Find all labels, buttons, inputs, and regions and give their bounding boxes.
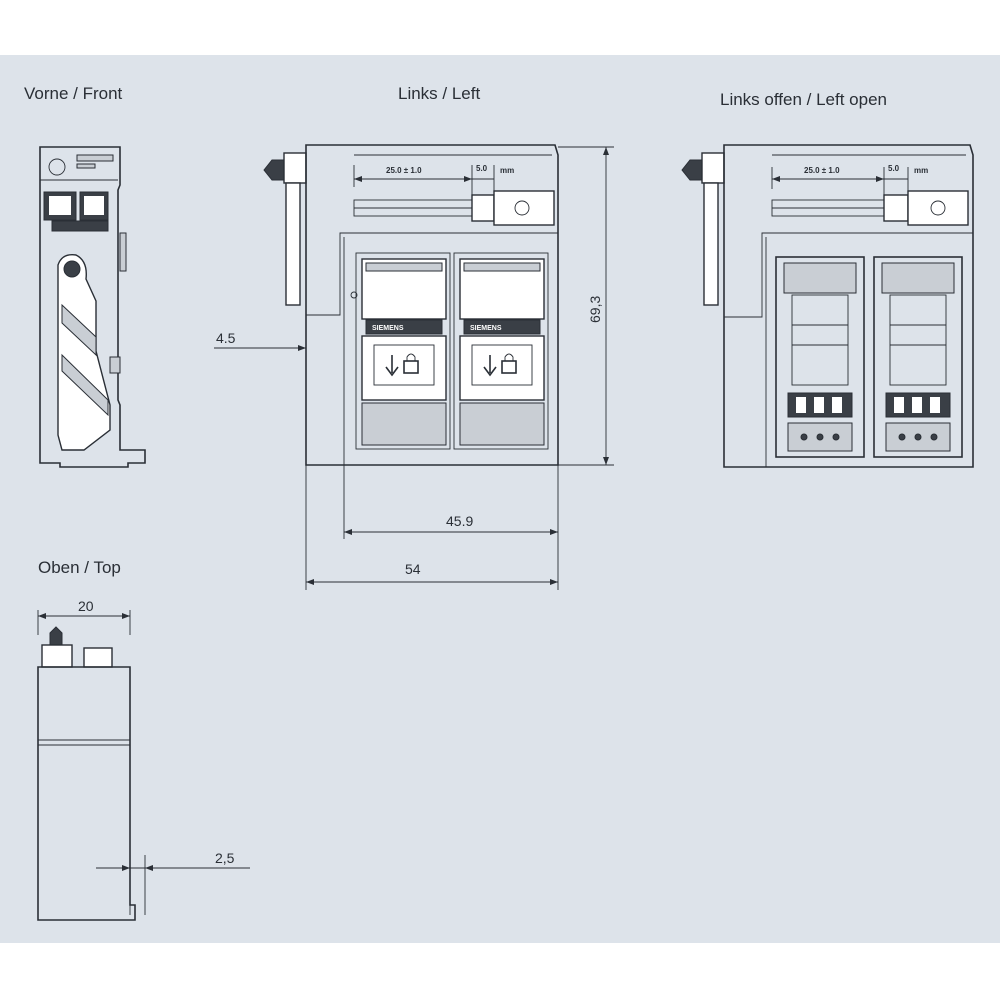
open-slider-handle bbox=[883, 194, 909, 222]
front-lever-stripe-1 bbox=[61, 303, 97, 357]
carrier-1-dot-2 bbox=[816, 433, 824, 441]
carrier-1-contact-a bbox=[796, 397, 806, 413]
open-housing-step bbox=[724, 232, 973, 318]
front-side-clip bbox=[109, 356, 121, 374]
left-view: Links / Left 25.0 ± 1.0 5.0 mm bbox=[214, 84, 614, 590]
left-housing-outline bbox=[305, 144, 559, 466]
top-view: Oben / Top 20 2,5 bbox=[37, 558, 250, 921]
dim-2-5-arrows bbox=[122, 865, 153, 871]
top-rail-pin bbox=[49, 626, 63, 646]
stroke-small-label: 25.0 ± 1.0 bbox=[386, 166, 422, 175]
front-view-title: Vorne / Front bbox=[24, 84, 123, 103]
front-port-right-inner bbox=[84, 196, 104, 215]
carrier-1-dot-3 bbox=[832, 433, 840, 441]
open-slider-block bbox=[907, 190, 969, 226]
carrier-2-cavity bbox=[889, 294, 947, 386]
holder-2-brand-strip bbox=[463, 319, 541, 335]
carrier-2-dot-1 bbox=[898, 433, 906, 441]
carrier-1-contact-c bbox=[832, 397, 842, 413]
holder-1-symbol-box bbox=[373, 344, 435, 386]
front-rating-sublabel bbox=[76, 163, 96, 169]
front-lever-pivot bbox=[63, 260, 81, 278]
carrier-2-contact-b bbox=[912, 397, 922, 413]
carrier-1-frame bbox=[775, 256, 865, 458]
dim-4-5-arrow bbox=[298, 345, 306, 351]
top-pin-base bbox=[41, 644, 73, 668]
top-housing-outline bbox=[37, 666, 136, 921]
carrier-2-contact-c bbox=[930, 397, 940, 413]
holder-1-lock-icon bbox=[403, 360, 419, 374]
carrier-1-dot-1 bbox=[800, 433, 808, 441]
dim-20-label: 20 bbox=[78, 598, 94, 614]
dim-54-label: 54 bbox=[405, 561, 421, 577]
dim-4-5-label: 4.5 bbox=[216, 330, 236, 346]
holder-1-top-ridge bbox=[365, 262, 443, 272]
carrier-2-dot-2 bbox=[914, 433, 922, 441]
open-rail-pin bbox=[681, 159, 703, 181]
holder-1-bottom bbox=[361, 402, 447, 446]
front-view: Vorne / Front bbox=[24, 84, 146, 468]
holder-1-brand-strip bbox=[365, 319, 443, 335]
carrier-2-dot-3 bbox=[930, 433, 938, 441]
left-housing-step bbox=[306, 232, 558, 316]
dim-2-5-label: 2,5 bbox=[215, 850, 235, 866]
front-lever-stripe-2 bbox=[61, 353, 109, 417]
holder-2-brand-text: SIEMENS bbox=[470, 325, 502, 332]
left-slider-block bbox=[493, 190, 555, 226]
carrier-1-contact-b bbox=[814, 397, 824, 413]
carrier-2-top bbox=[881, 262, 955, 294]
open-rail-clip bbox=[701, 152, 725, 184]
left-fuse-holder-1: SIEMENS bbox=[355, 252, 451, 450]
front-body-outline bbox=[39, 146, 146, 468]
left-rail-clip bbox=[283, 152, 307, 184]
open-stroke-small-label: 25.0 ± 1.0 bbox=[804, 166, 840, 175]
open-stroke-extra-label: 5.0 bbox=[888, 164, 900, 173]
left-back-plate bbox=[285, 182, 301, 306]
left-rail-pin bbox=[263, 159, 285, 181]
stroke-unit-label: mm bbox=[500, 166, 514, 175]
holder-2-down-arrow-icon bbox=[483, 355, 497, 377]
left-open-view-title: Links offen / Left open bbox=[720, 90, 887, 109]
open-stroke-unit-label: mm bbox=[914, 166, 928, 175]
front-port-left-inner bbox=[49, 196, 71, 215]
holder-1-lock-shackle bbox=[406, 353, 416, 361]
left-slider-hole bbox=[514, 200, 530, 216]
drawing-sheet: Vorne / Front Links / Left bbox=[0, 55, 1000, 943]
dim-height-label: 69,3 bbox=[587, 296, 603, 323]
technical-drawing: Vorne / Front Links / Left bbox=[24, 84, 974, 921]
holder-2-frame bbox=[453, 252, 549, 450]
carrier-1-cavity bbox=[791, 294, 849, 386]
top-slider-end bbox=[83, 647, 113, 668]
open-housing-outline bbox=[723, 144, 974, 468]
holder-2-lock-icon bbox=[501, 360, 517, 374]
front-side-text bbox=[119, 232, 127, 272]
carrier-2-contact-a bbox=[894, 397, 904, 413]
stroke-extra-label: 5.0 bbox=[476, 164, 488, 173]
left-slider-handle bbox=[471, 194, 495, 222]
holder-2-symbol-box bbox=[471, 344, 533, 386]
dim-45-9-label: 45.9 bbox=[446, 513, 473, 529]
holder-1-frame bbox=[355, 252, 451, 450]
open-back-plate bbox=[703, 182, 719, 306]
carrier-2-frame bbox=[873, 256, 963, 458]
carrier-1-top bbox=[783, 262, 857, 294]
front-indicator-lamp bbox=[48, 158, 66, 176]
holder-2-lock-shackle bbox=[504, 353, 514, 361]
open-slider-hole bbox=[930, 200, 946, 216]
front-type-plate bbox=[51, 220, 109, 232]
front-lever-body bbox=[57, 254, 111, 451]
open-fuse-carrier-2 bbox=[873, 256, 963, 458]
holder-2-top-ridge bbox=[463, 262, 541, 272]
front-rating-label bbox=[76, 154, 114, 162]
open-fuse-carrier-1 bbox=[775, 256, 865, 458]
left-fuse-holder-2: SIEMENS bbox=[453, 252, 549, 450]
holder-1-brand-text: SIEMENS bbox=[372, 325, 404, 332]
top-view-title: Oben / Top bbox=[38, 558, 121, 577]
left-screw-mark bbox=[350, 291, 358, 299]
holder-2-bottom bbox=[459, 402, 545, 446]
left-open-view: Links offen / Left open 25.0 ± 1.0 5.0 m… bbox=[681, 90, 974, 468]
left-view-title: Links / Left bbox=[398, 84, 480, 103]
holder-1-down-arrow-icon bbox=[385, 355, 399, 377]
